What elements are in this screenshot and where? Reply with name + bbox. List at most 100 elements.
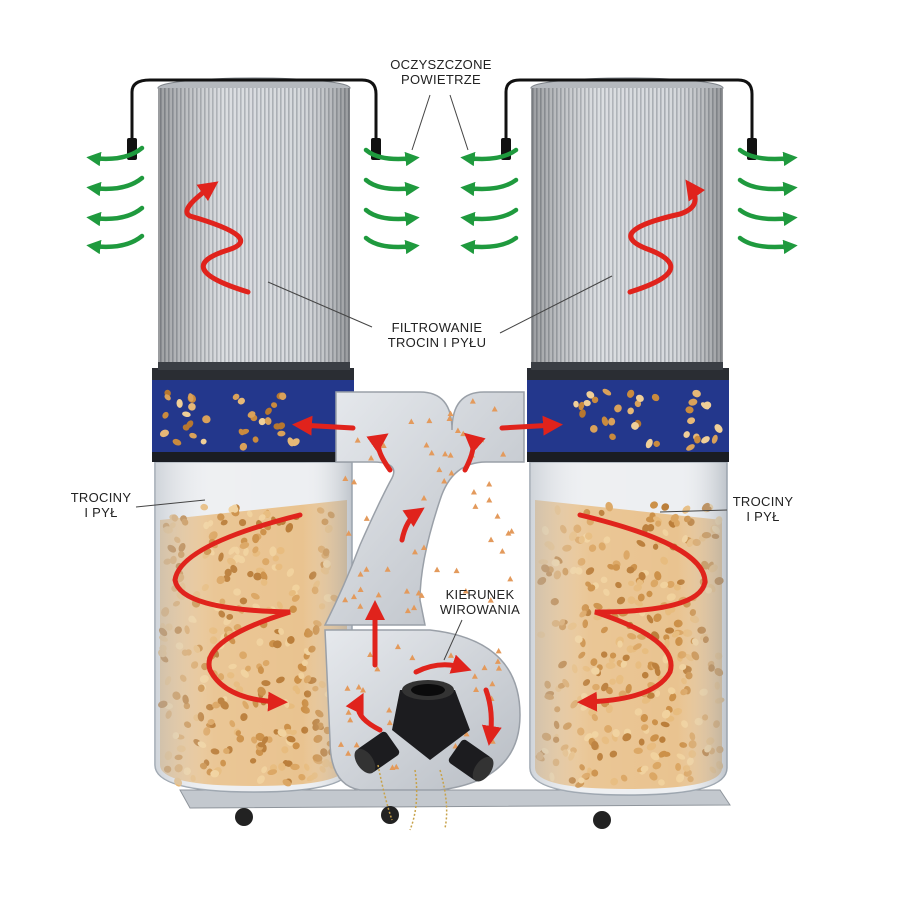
sawdust-particle xyxy=(415,590,422,596)
sawdust-particle xyxy=(347,716,354,723)
duct-particles xyxy=(342,398,515,614)
sawdust-particle xyxy=(162,411,169,419)
sawdust-particle xyxy=(688,398,698,406)
base-plate xyxy=(179,789,731,829)
sawdust-particle xyxy=(703,401,712,409)
sawdust-particle xyxy=(494,658,501,664)
sawdust-particle xyxy=(186,420,194,428)
sawdust-particle xyxy=(363,566,370,572)
label-dust-left: TROCINY I PYŁ xyxy=(70,490,132,520)
sawdust-particle xyxy=(354,437,361,443)
sawdust-particle xyxy=(394,643,401,650)
sawdust-particle xyxy=(447,410,454,417)
sawdust-particle xyxy=(589,425,598,433)
sawdust-particle xyxy=(368,455,375,461)
sawdust-particle xyxy=(176,399,183,408)
label-dust-right: TROCINY I PYŁ xyxy=(732,494,794,524)
sawdust-particle xyxy=(701,436,710,444)
sawdust-particle xyxy=(486,497,493,503)
sawdust-particle xyxy=(495,647,502,654)
sawdust-particle xyxy=(342,475,349,481)
sawdust-particle xyxy=(265,407,272,415)
sawdust-particle xyxy=(237,397,245,405)
sawdust-particle xyxy=(357,586,364,593)
sawdust-particle xyxy=(636,394,644,402)
sawdust-particle xyxy=(264,417,272,425)
sawdust-particle xyxy=(694,435,701,444)
sawdust-particle xyxy=(579,409,586,418)
sawdust-particle xyxy=(351,478,358,485)
sawdust-particle xyxy=(182,411,191,418)
leader-lines xyxy=(135,94,728,661)
sawdust-particle xyxy=(277,430,286,437)
sawdust-particle xyxy=(375,591,382,598)
sawdust-particle xyxy=(714,424,723,433)
sawdust-particle xyxy=(436,466,443,473)
sawdust-particle xyxy=(491,405,498,412)
sawdust-particle xyxy=(471,673,478,679)
sawdust-particle xyxy=(389,764,396,771)
sawdust-particle xyxy=(500,451,507,457)
sawdust-particle xyxy=(409,654,416,661)
sawdust-particle xyxy=(591,396,599,404)
sawdust-particle xyxy=(367,651,374,657)
sawdust-particle xyxy=(448,469,455,476)
sawdust-particle xyxy=(487,597,494,603)
sawdust-particle xyxy=(488,536,495,543)
air-out-right-outer xyxy=(737,147,798,255)
sawdust-particle xyxy=(463,730,470,737)
sawdust-particle xyxy=(408,418,415,424)
sawdust-particle xyxy=(462,588,469,594)
sawdust-particle xyxy=(404,607,411,614)
sawdust-particle xyxy=(374,665,381,672)
caster-wheel-mid xyxy=(381,806,399,824)
sawdust-particle xyxy=(428,449,435,456)
sawdust-particle xyxy=(273,423,282,430)
sawdust-particle xyxy=(279,392,287,400)
sawdust-particle xyxy=(426,417,433,424)
sawdust-particle xyxy=(345,530,352,536)
sawdust-particle xyxy=(386,706,393,713)
sawdust-particle xyxy=(573,400,579,408)
sawdust-particle xyxy=(452,742,459,749)
sawdust-particle xyxy=(357,603,364,609)
sawdust-particle xyxy=(393,763,400,770)
sawdust-particle xyxy=(238,428,245,436)
sawdust-particle xyxy=(653,440,660,447)
sawdust-particle xyxy=(602,388,612,396)
left-filter-cable xyxy=(130,78,378,150)
sawdust-particle xyxy=(411,604,418,611)
sawdust-particle xyxy=(271,402,278,408)
sawdust-particle xyxy=(685,406,694,414)
sawdust-particle xyxy=(494,513,501,519)
sawdust-particle xyxy=(411,548,418,555)
sawdust-particle xyxy=(505,530,512,536)
sawdust-particle xyxy=(601,416,609,427)
sawdust-particle xyxy=(472,503,479,509)
sawdust-particle xyxy=(447,452,454,458)
left-filter-cartridge xyxy=(157,77,351,370)
sawdust-particle xyxy=(586,391,595,399)
sawdust-particle xyxy=(258,417,266,426)
sawdust-particle xyxy=(692,389,701,398)
sawdust-particle xyxy=(609,433,616,441)
right-ring-particles xyxy=(573,388,723,451)
label-clean-air: OCZYSZCZONE POWIETRZE xyxy=(390,57,492,87)
black-inlet-port-icon xyxy=(354,680,494,831)
sawdust-particle xyxy=(453,567,460,574)
sawdust-particle xyxy=(507,575,514,582)
right-blue-ring xyxy=(527,368,729,462)
sawdust-particle xyxy=(355,683,362,690)
sawdust-particle xyxy=(423,441,430,448)
sawdust-particle xyxy=(202,415,211,424)
sawdust-particle xyxy=(686,444,695,451)
sawdust-particle xyxy=(627,407,634,415)
sawdust-particle xyxy=(232,393,240,400)
left-blue-ring xyxy=(152,368,354,462)
sawdust-particle xyxy=(441,478,448,484)
sawdust-particle xyxy=(614,404,622,413)
sawdust-particle xyxy=(239,442,248,451)
sawdust-particle xyxy=(420,494,427,501)
sawdust-particle xyxy=(481,664,488,671)
